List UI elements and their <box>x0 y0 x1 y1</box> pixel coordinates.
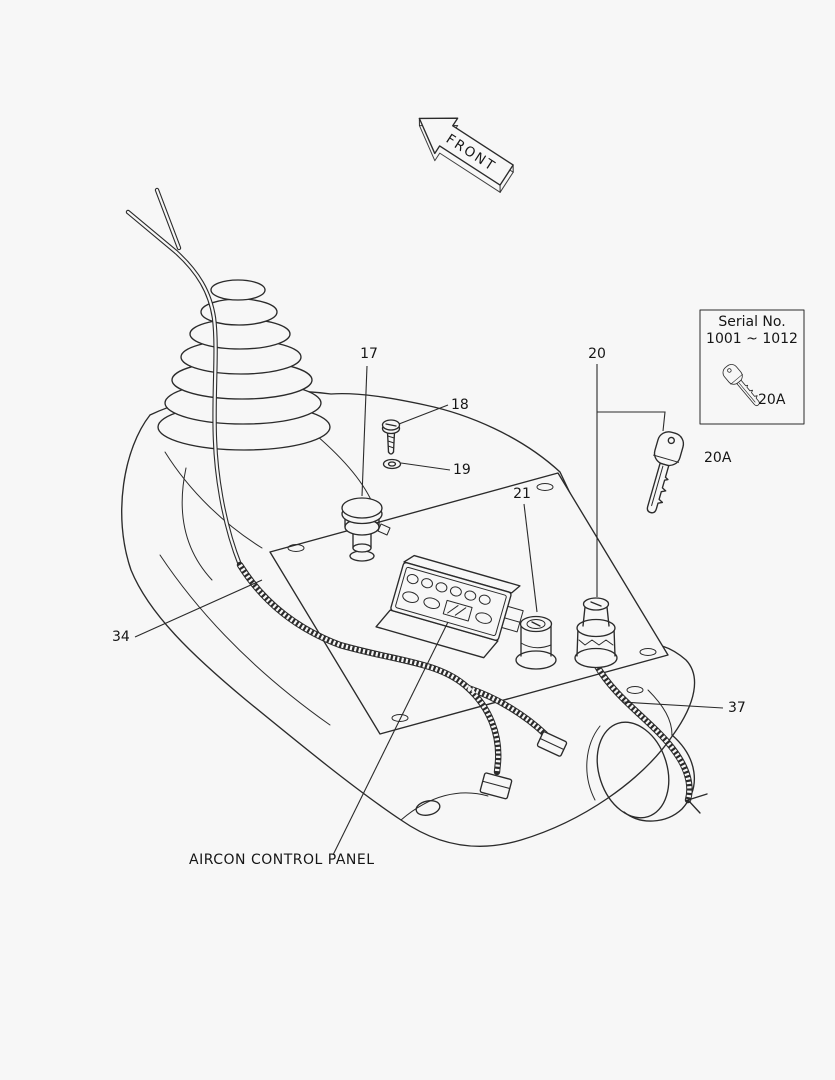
ignition-switch <box>574 597 618 669</box>
washer <box>382 458 402 470</box>
leader-37 <box>621 701 724 709</box>
power-socket <box>515 615 557 670</box>
console-body-outline <box>121 389 696 848</box>
aircon-control-panel <box>375 554 524 659</box>
serial-key-callout: 20A <box>758 392 786 408</box>
front-arrow: FRONT <box>418 117 514 193</box>
serial-note-box <box>699 309 805 425</box>
leader-19 <box>400 462 451 471</box>
leader-21 <box>523 503 538 613</box>
harness-cable-upper <box>125 187 243 568</box>
leader-panel <box>332 621 449 856</box>
callout-21: 21 <box>513 486 531 502</box>
callout-34: 34 <box>112 629 130 645</box>
callout-19: 19 <box>453 462 471 478</box>
callout-37: 37 <box>728 700 746 716</box>
joystick-boot <box>157 279 331 451</box>
callout-20: 20 <box>588 346 606 362</box>
leader-20a <box>597 411 666 432</box>
ignition-key-large <box>637 428 687 517</box>
leader-17 <box>361 365 368 497</box>
leader-18 <box>398 404 449 425</box>
round-cap <box>341 497 391 562</box>
serial-range: 1001 ~ 1012 <box>706 331 798 347</box>
harness-connector-b <box>536 731 568 757</box>
harness-connector-a <box>479 772 513 800</box>
callout-key-20a: 20A <box>704 450 732 466</box>
aircon-panel-label: AIRCON CONTROL PANEL <box>189 852 375 868</box>
serial-title: Serial No. <box>718 314 786 330</box>
callout-18: 18 <box>451 397 469 413</box>
callout-17: 17 <box>360 346 378 362</box>
leader-34 <box>134 579 263 638</box>
console-opening <box>596 721 670 819</box>
leader-lines <box>134 364 724 856</box>
console-small-hole <box>415 800 441 816</box>
wiring-harness <box>236 561 708 814</box>
screw <box>381 419 401 455</box>
